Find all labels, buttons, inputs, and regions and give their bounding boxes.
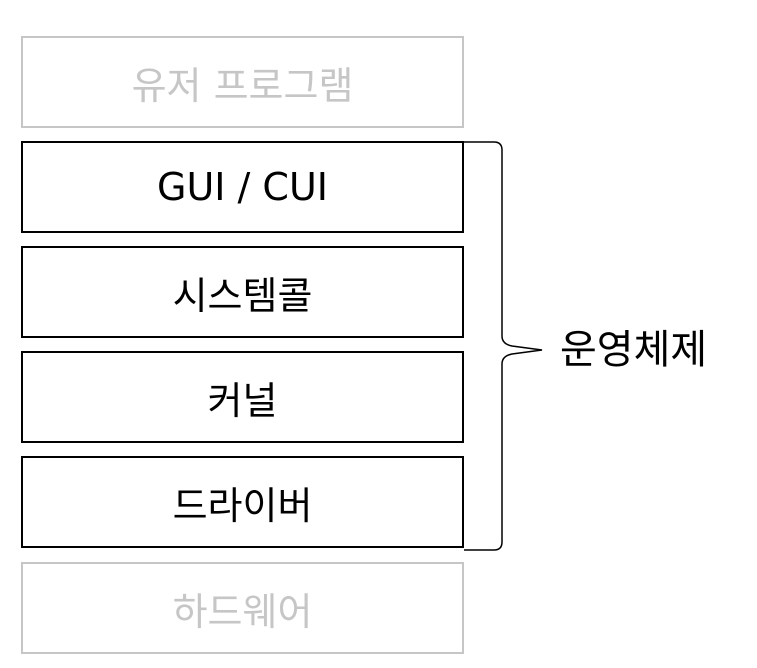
gui-cui-layer: GUI / CUI — [21, 141, 464, 233]
hardware-layer: 하드웨어 — [21, 562, 464, 654]
hardware-label: 하드웨어 — [172, 589, 313, 634]
user-program-label: 유저 프로그램 — [131, 63, 354, 108]
driver-label: 드라이버 — [172, 483, 313, 528]
kernel-label: 커널 — [207, 378, 278, 423]
driver-layer: 드라이버 — [21, 456, 464, 548]
system-call-layer: 시스템콜 — [21, 246, 464, 338]
operating-system-label: 운영체제 — [560, 327, 708, 373]
kernel-layer: 커널 — [21, 351, 464, 443]
os-brace — [464, 141, 543, 551]
gui-cui-label: GUI / CUI — [157, 165, 328, 209]
system-call-label: 시스템콜 — [172, 273, 313, 318]
user-program-layer: 유저 프로그램 — [21, 36, 464, 128]
